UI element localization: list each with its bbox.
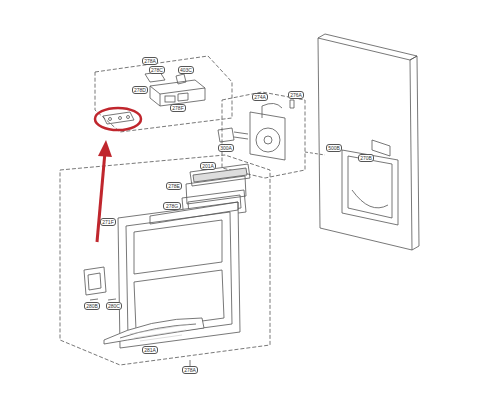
callout-number: 500B [326, 144, 343, 152]
callout-number: 201A [200, 162, 217, 170]
callout-number: 278F [170, 104, 186, 112]
callout-number: 280B [84, 302, 101, 310]
callout-number: 278D [132, 86, 149, 94]
callout-number: 276A [288, 91, 305, 99]
callout-number: 280C [106, 302, 123, 310]
callout-number: 278E [166, 182, 183, 190]
callout-number: 278C [149, 66, 166, 74]
callout-number: 270B [358, 154, 375, 162]
callout-number: 281A [142, 346, 159, 354]
callout-number: 274A [252, 93, 269, 101]
callout-number: 300A [218, 144, 235, 152]
callout-number: 278G [163, 202, 180, 210]
callout-number: 278A [142, 57, 159, 65]
callout-number: 278A [182, 366, 199, 374]
callout-number: 403C [178, 66, 195, 74]
callout-number: 271F [100, 218, 116, 226]
